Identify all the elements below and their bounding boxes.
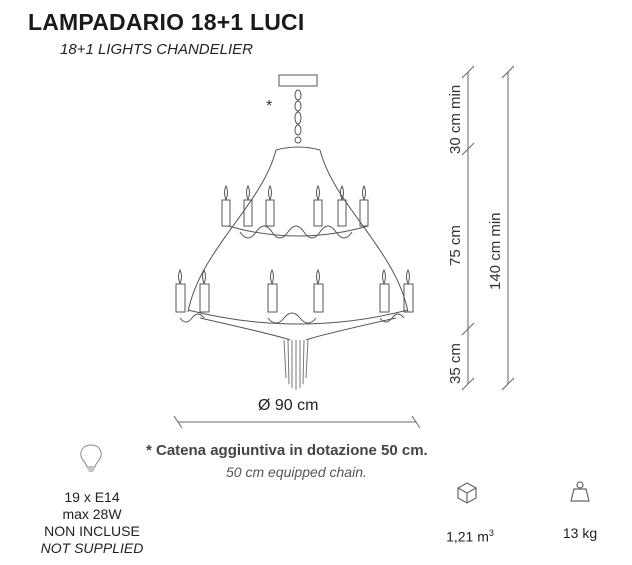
product-subtitle: 18+1 LIGHTS CHANDELIER	[60, 41, 253, 58]
bulb-not-included: NON INCLUSE	[44, 523, 140, 539]
frame-right	[319, 149, 409, 313]
crystal-drop	[283, 339, 309, 390]
frame-left	[187, 149, 277, 313]
ceiling-canopy	[278, 74, 318, 87]
height-top-label: 30 cm min	[447, 84, 464, 154]
lower-ring	[187, 309, 409, 325]
volume-exponent: 3	[488, 528, 494, 538]
height-middle-label: 75 cm	[447, 225, 464, 266]
volume-spec: 1,21 m3	[430, 525, 510, 546]
box-icon	[457, 482, 477, 504]
upper-ring	[227, 225, 369, 237]
bulb-spec: 19 x E14 max 28W NON INCLUSE NOT SUPPLIE…	[22, 489, 162, 557]
total-height-label: 140 cm min	[487, 212, 504, 290]
top-bar	[275, 146, 321, 151]
weight-spec: 13 kg	[562, 525, 598, 541]
product-title: LAMPADARIO 18+1 LUCI	[28, 9, 305, 35]
bulb-icon	[80, 444, 102, 472]
chandelier-drawing	[173, 65, 515, 429]
bulb-not-supplied: NOT SUPPLIED	[40, 540, 144, 556]
chain	[294, 89, 302, 144]
volume-value: 1,21 m	[446, 528, 489, 545]
diameter-dimension	[173, 415, 421, 429]
bulb-count: 19 x E14	[64, 489, 120, 505]
chain-note-it: * Catena aggiuntiva in dotazione 50 cm.	[146, 442, 428, 459]
chain-note-en: 50 cm equipped chain.	[226, 464, 367, 480]
height-bottom-label: 35 cm	[447, 343, 464, 384]
weight-icon	[570, 481, 590, 502]
height-dimension	[461, 65, 515, 391]
bulb-power: max 28W	[62, 506, 122, 522]
upper-candles	[221, 184, 369, 239]
lower-candles	[175, 268, 414, 324]
diameter-label: Ø 90 cm	[258, 397, 319, 414]
chain-marker: *	[266, 98, 273, 115]
